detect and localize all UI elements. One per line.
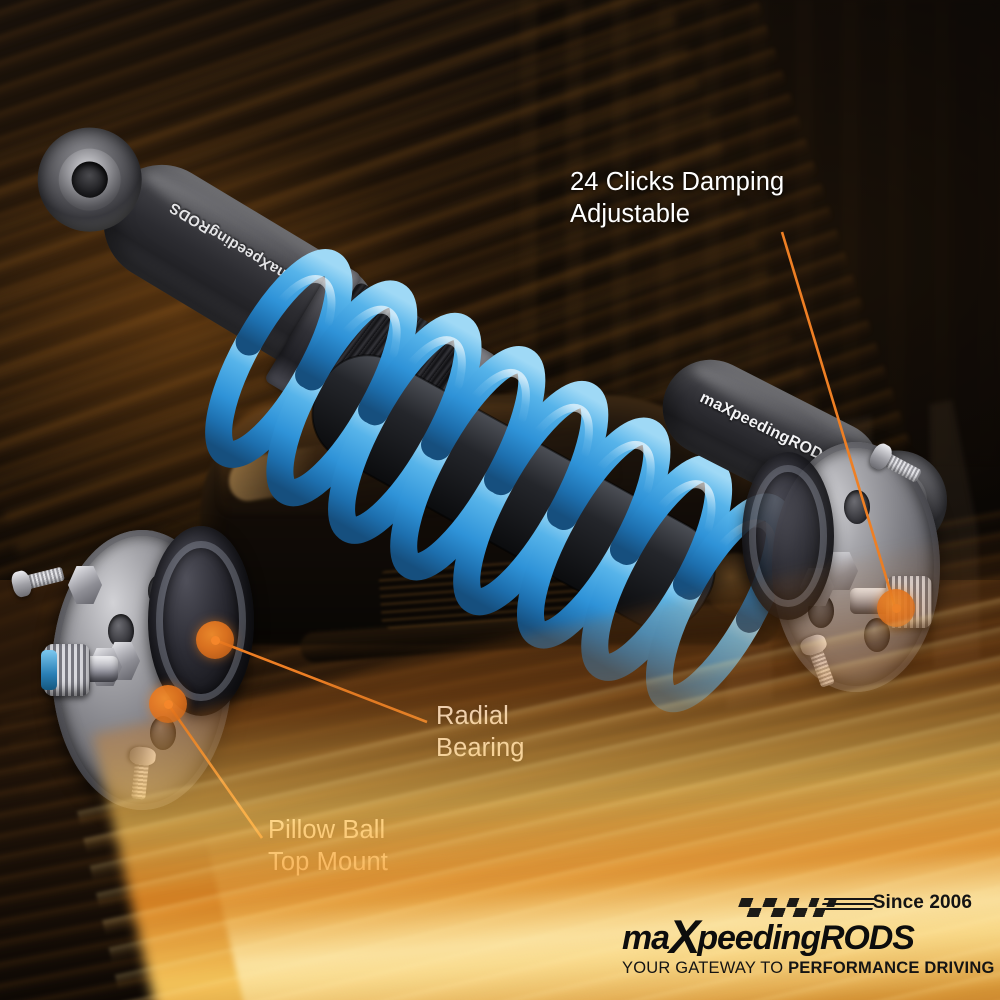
mount-stud xyxy=(6,563,67,599)
tagline-thin: YOUR GATEWAY TO xyxy=(622,959,789,977)
damping-adjuster-cap-left xyxy=(41,650,57,690)
brand-tagline: YOUR GATEWAY TO PERFORMANCE DRIVING xyxy=(622,959,994,978)
callout-dot-core xyxy=(210,635,220,645)
brand-suffix: RODS xyxy=(819,919,915,957)
left-bearing-race xyxy=(156,541,246,701)
callout-dot-core xyxy=(163,699,173,709)
brand-logo: Since 2006 maXpeedingRODS YOUR GATEWAY T… xyxy=(622,892,994,978)
since-label: Since 2006 xyxy=(872,892,972,913)
plate-slot xyxy=(844,490,870,524)
callout-label-damping: 24 Clicks Damping Adjustable xyxy=(570,168,785,229)
brand-wordmark: maXpeedingRODS xyxy=(622,913,915,960)
callout-dot-radial-bearing[interactable] xyxy=(196,621,234,659)
brand-prefix: ma xyxy=(622,919,670,957)
brand-mid: peeding xyxy=(697,919,821,957)
brand-x-mark: X xyxy=(668,910,700,963)
tagline-bold: PERFORMANCE DRIVING xyxy=(788,959,995,977)
left-radial-bearing xyxy=(148,526,254,716)
speed-lines-icon xyxy=(819,898,877,912)
